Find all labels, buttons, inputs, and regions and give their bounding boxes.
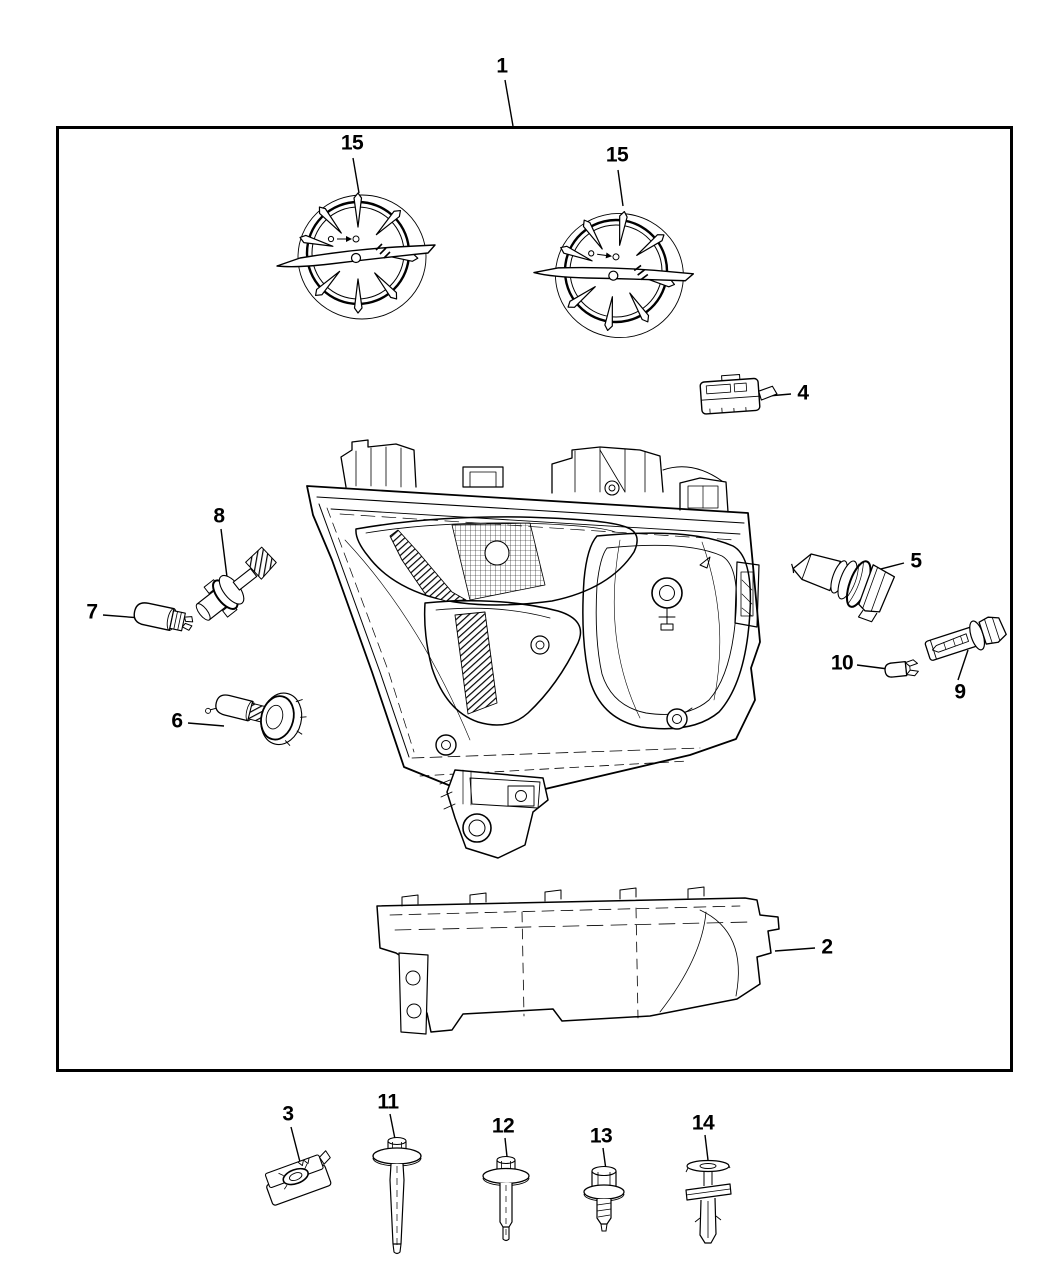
callout-5: 5 <box>910 549 922 573</box>
assembly-boundary-box <box>56 126 1013 1072</box>
callout-2: 2 <box>821 935 833 959</box>
callout-7: 7 <box>86 600 98 624</box>
clip-3-drawing <box>264 1150 332 1206</box>
callout-10: 10 <box>830 651 854 675</box>
screw-11-drawing <box>372 1137 422 1255</box>
callout-11: 11 <box>377 1090 399 1114</box>
bolt-13-drawing <box>583 1165 625 1232</box>
callout-8: 8 <box>213 504 225 528</box>
screw-12-drawing <box>482 1156 530 1242</box>
callout-1: 1 <box>496 54 508 78</box>
callout-14: 14 <box>691 1111 715 1135</box>
socket-tube-9-drawing <box>924 616 1007 661</box>
callout-9: 9 <box>954 680 966 704</box>
callout-3: 3 <box>282 1102 294 1126</box>
callout-12: 12 <box>491 1114 515 1138</box>
callout-4: 4 <box>797 381 809 405</box>
push-pin-14-drawing <box>685 1159 732 1244</box>
headlamp-cap-left-drawing <box>275 191 437 321</box>
wedge-bulb-7-drawing <box>133 602 194 632</box>
connector-drawing <box>699 373 778 415</box>
bulb-socket-8-drawing <box>195 546 277 621</box>
callout-13: 13 <box>589 1124 613 1148</box>
mini-bulb-10-drawing <box>884 659 919 678</box>
closeout-panel-2-drawing <box>376 886 780 1035</box>
callout-6: 6 <box>171 709 183 733</box>
headlamp-assembly-drawing <box>306 439 761 859</box>
bulb-holder-6-drawing <box>205 692 307 747</box>
halogen-bulb-5-drawing <box>791 553 896 623</box>
callout-15-right: 15 <box>605 143 629 167</box>
callout-15-left: 15 <box>340 131 364 155</box>
headlamp-cap-right-drawing <box>525 199 702 349</box>
